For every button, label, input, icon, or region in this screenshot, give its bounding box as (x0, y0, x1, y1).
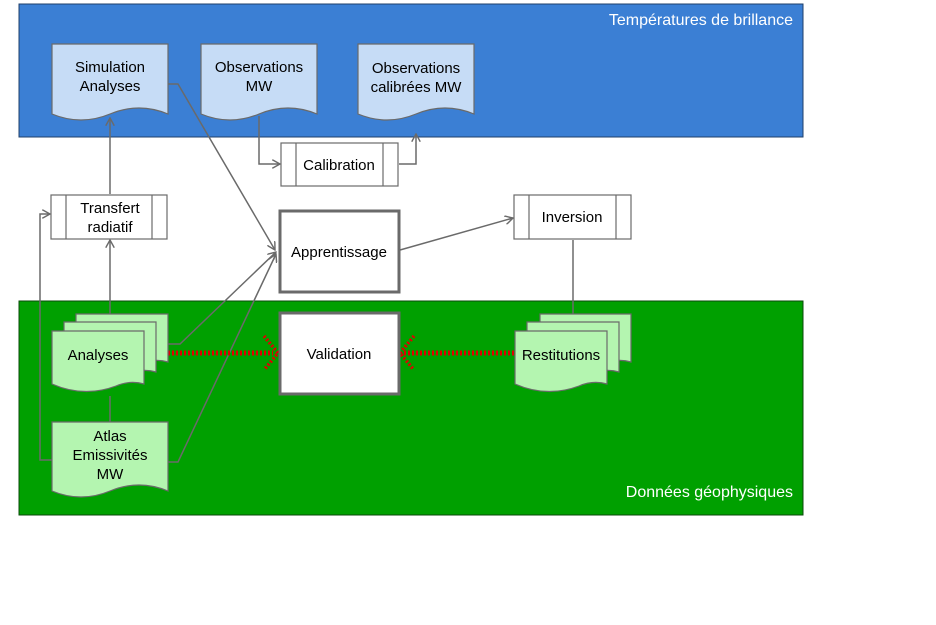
process-label: Validation (307, 346, 372, 363)
validation-links (168, 334, 514, 372)
process-label-line2: radiatif (87, 219, 133, 236)
arrow-atlas-to-apprentissage (168, 254, 276, 463)
process-inversion: Inversion (513, 194, 632, 240)
arrow-observations-to-calibration (258, 116, 280, 164)
doc-shape (357, 43, 475, 121)
process-box (278, 209, 401, 294)
doc-shape (51, 421, 169, 498)
arrow-calibration-to-obs-calibrees (399, 134, 416, 165)
process-transfert-radiatif: Transfert radiatif (50, 194, 168, 240)
doc-label-line2: Analyses (80, 78, 141, 95)
process-box (50, 194, 168, 240)
validation-chevron-left (262, 334, 281, 372)
process-apprentissage: Apprentissage (278, 209, 401, 294)
arrow-atlas-to-transfert (39, 214, 52, 461)
doc-label-line1: Observations (215, 59, 303, 76)
arrow-simulation-to-apprentissage (168, 83, 275, 250)
doc-label-line1: Simulation (75, 59, 145, 76)
doc-label-line1: Observations (372, 60, 460, 77)
doc-label-line3: MW (97, 466, 124, 483)
doc-observations-calibrees-mw: Observations calibrées MW (357, 43, 475, 121)
doc-shape (51, 43, 169, 121)
validation-chevron-right (397, 334, 416, 372)
doc-label-line2: Emissivités (72, 447, 147, 464)
doc-label-line2: MW (246, 78, 273, 95)
process-label-line1: Transfert (80, 200, 140, 217)
process-box (513, 194, 632, 240)
arrow-apprentissage-to-inversion (399, 218, 513, 251)
process-label: Calibration (303, 157, 375, 174)
doc-observations-mw: Observations MW (200, 43, 318, 121)
process-box (280, 142, 399, 187)
doc-label: Analyses (68, 347, 129, 364)
doc-shape-front (514, 330, 608, 393)
process-calibration: Calibration (280, 142, 399, 187)
doc-label: Restitutions (522, 347, 600, 364)
doc-label-line2: calibrées MW (371, 79, 463, 96)
process-validation: Validation (278, 311, 401, 396)
multidoc-restitutions: Restitutions (514, 313, 632, 393)
process-label: Inversion (542, 209, 603, 226)
multidoc-analyses: Analyses (51, 313, 169, 393)
doc-simulation-analyses: Simulation Analyses (51, 43, 169, 121)
connectors (39, 83, 574, 463)
process-box (278, 311, 401, 396)
doc-shape-front (51, 330, 145, 393)
doc-shape (200, 43, 318, 121)
process-label: Apprentissage (291, 244, 387, 261)
doc-atlas-emissivites: Atlas Emissivités MW (51, 421, 169, 498)
arrow-analyses-to-apprentissage (168, 252, 276, 345)
zone-label-top: Températures de brillance (609, 12, 793, 29)
zone-label-bottom: Données géophysiques (626, 484, 793, 501)
doc-label-line1: Atlas (93, 428, 126, 445)
